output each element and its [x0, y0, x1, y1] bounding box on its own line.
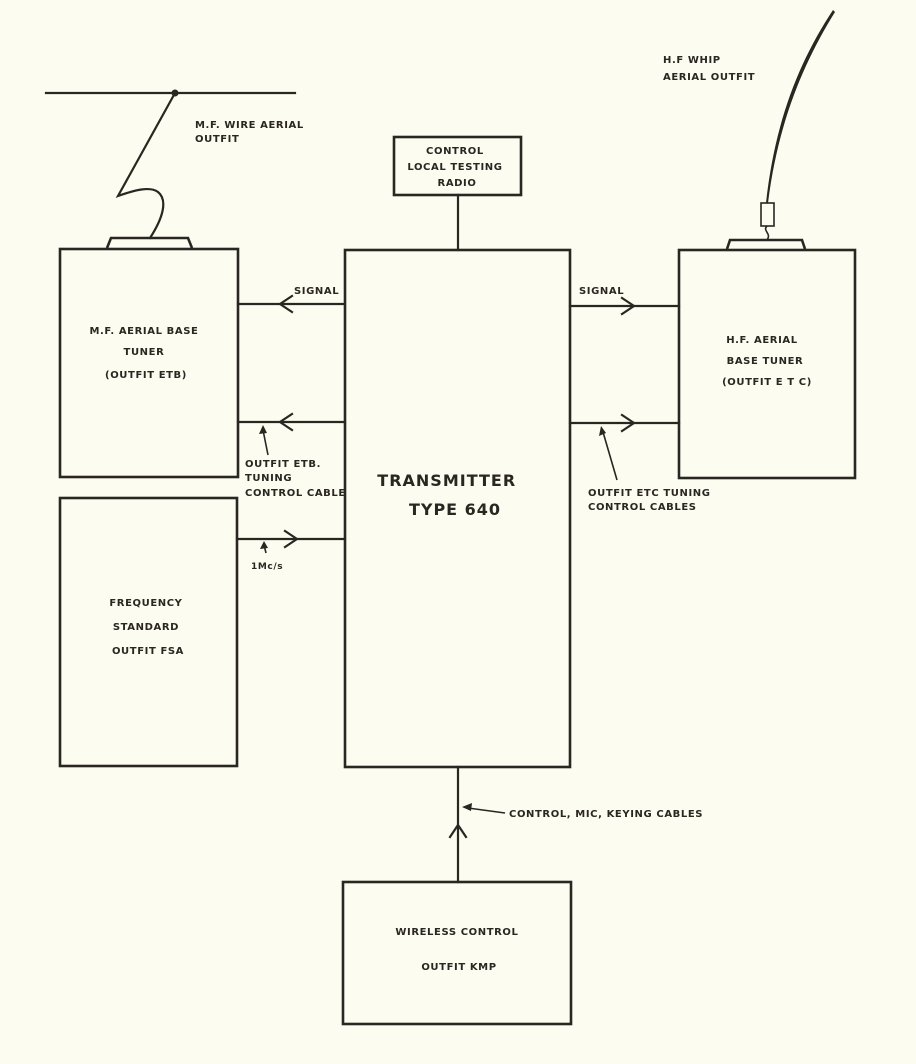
control-cables-pointer-tip — [462, 803, 472, 811]
hf-whip-coupler — [760, 202, 775, 227]
wireless-control-block — [341, 880, 573, 1026]
mf-aerial-base-insulator — [105, 236, 194, 249]
hf-whip-aerial — [725, 10, 835, 250]
freq-standard-block — [58, 496, 239, 768]
hf-tuner-label: H.F. AERIAL BASE TUNER (OUTFIT E T C) — [722, 335, 812, 388]
control-cables-connection — [448, 765, 506, 884]
signal-right-arrowhead — [620, 296, 636, 316]
etb-cable-pointer-tip — [259, 425, 267, 434]
freq-link-connection — [235, 529, 347, 554]
freq-link-pointer-tip — [260, 541, 268, 549]
signal-left-arrowhead — [278, 294, 294, 314]
hf-aerial-base-insulator — [725, 238, 807, 250]
etc-cables-connection — [568, 413, 681, 481]
control-radio-label: CONTROL LOCAL TESTING RADIO — [407, 146, 506, 189]
etb-cable-connection — [236, 412, 347, 456]
etb-cable-arrowhead — [278, 412, 294, 432]
signal-right-connection — [568, 296, 681, 316]
mf-tuner-block — [58, 247, 240, 479]
signal-left-connection — [236, 294, 347, 314]
freq-link-label: 1Mc/s — [251, 562, 283, 572]
etb-cable-label: OUTFIT ETB. TUNING CONTROL CABLE — [245, 459, 346, 499]
wireless-control-label: WIRELESS CONTROL OUTFIT KMP — [395, 927, 522, 973]
control-cables-label: CONTROL, MIC, KEYING CABLES — [509, 809, 703, 820]
freq-standard-label: FREQUENCY STANDARD OUTFIT FSA — [109, 598, 186, 657]
signal-left-label: SIGNAL — [294, 286, 339, 297]
hf-whip-aerial-label: H.F WHIP AERIAL OUTFIT — [663, 55, 755, 83]
control-cables-pointer — [467, 807, 506, 814]
control-cables-arrowhead — [448, 823, 468, 839]
etc-cables-arrowhead — [620, 413, 636, 433]
etc-cables-label: OUTFIT ETC TUNING CONTROL CABLES — [588, 488, 715, 513]
hf-tuner-block — [677, 248, 857, 480]
mf-tuner-label: M.F. AERIAL BASE TUNER (OUTFIT ETB) — [89, 326, 202, 381]
etb-cable-pointer — [262, 429, 269, 456]
etc-cables-pointer-tip — [599, 426, 606, 436]
mf-wire-downlead — [115, 91, 177, 240]
signal-right-label: SIGNAL — [579, 286, 624, 297]
transmitter-label: TRANSMITTER TYPE 640 — [377, 471, 522, 519]
freq-link-arrowhead — [283, 529, 299, 549]
mf-wire-aerial — [44, 89, 297, 249]
mf-wire-aerial-label: M.F. WIRE AERIAL OUTFIT — [195, 120, 308, 145]
hf-whip-rod — [766, 10, 835, 203]
hf-whip-feed — [764, 225, 770, 241]
etc-cables-pointer — [602, 431, 618, 481]
